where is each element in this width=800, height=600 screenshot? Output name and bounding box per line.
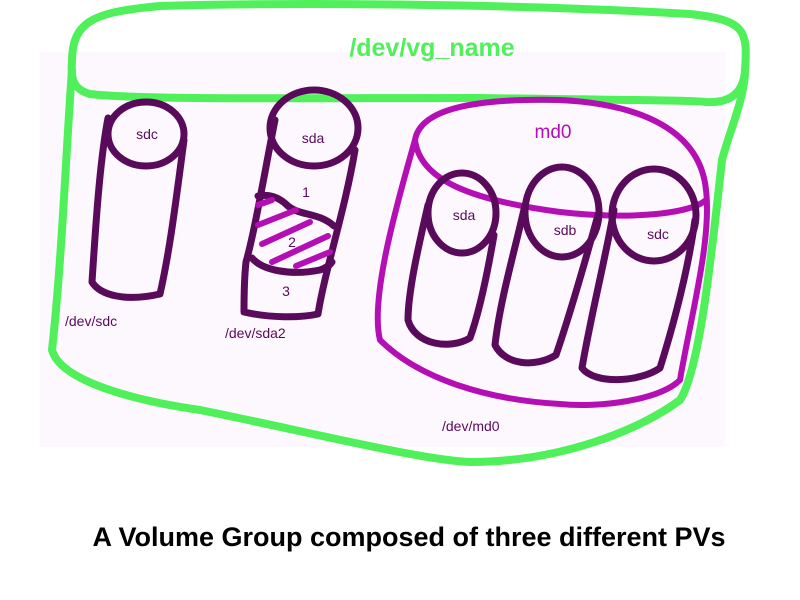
- sda2-partition-label-2: 2: [288, 234, 296, 250]
- md0-disk-sda-body: [404, 201, 498, 348]
- md0-disk-sdc-label: sdc: [647, 226, 669, 242]
- sda2-partition-divider-2: [248, 254, 336, 276]
- volume-group-label: /dev/vg_name: [349, 34, 514, 62]
- sda2-disk-label: sda: [302, 130, 325, 146]
- sda2-partition-label-1: 1: [302, 184, 310, 200]
- md0-disk-sdb-body: [491, 201, 602, 367]
- md0-disk-sda-label: sda: [453, 207, 476, 223]
- md0-raid-outline: [374, 96, 710, 408]
- sda2-cylinder-top: [266, 86, 362, 170]
- md0-raid-label: md0: [535, 122, 572, 143]
- sdc-device-label: /dev/sdc: [65, 313, 117, 329]
- md0-disk-sda-top: [424, 169, 500, 257]
- sdc-cylinder-body: [88, 114, 188, 301]
- md0-disk-sdb-top: [521, 163, 603, 261]
- volume-group: /dev/vg_name: [48, 0, 750, 466]
- sda2-device-label: /dev/sda2: [225, 325, 286, 341]
- pv-sda2: sda 1 2 3 /dev/sda2: [225, 86, 362, 341]
- pv-sdc: sdc /dev/sdc: [65, 98, 188, 329]
- md0-device-label: /dev/md0: [442, 418, 500, 434]
- sda2-partition-2-hatch: [255, 197, 333, 269]
- sda2-partition-label-3: 3: [282, 283, 290, 299]
- diagram-caption: A Volume Group composed of three differe…: [92, 522, 726, 552]
- sdc-disk-label: sdc: [136, 126, 158, 142]
- md0-disk-sdb-label: sdb: [554, 222, 577, 238]
- md0-raid-top-curve: [412, 137, 709, 219]
- sda2-partition-divider-1: [254, 191, 338, 230]
- md0-disk-sdc-top: [608, 165, 700, 265]
- volume-group-body: [48, 66, 749, 466]
- pv-md0: md0 sda sdb sdc /dev/md0: [374, 96, 710, 434]
- md0-disk-sdc-body: [578, 206, 699, 384]
- sdc-cylinder-top: [104, 98, 188, 170]
